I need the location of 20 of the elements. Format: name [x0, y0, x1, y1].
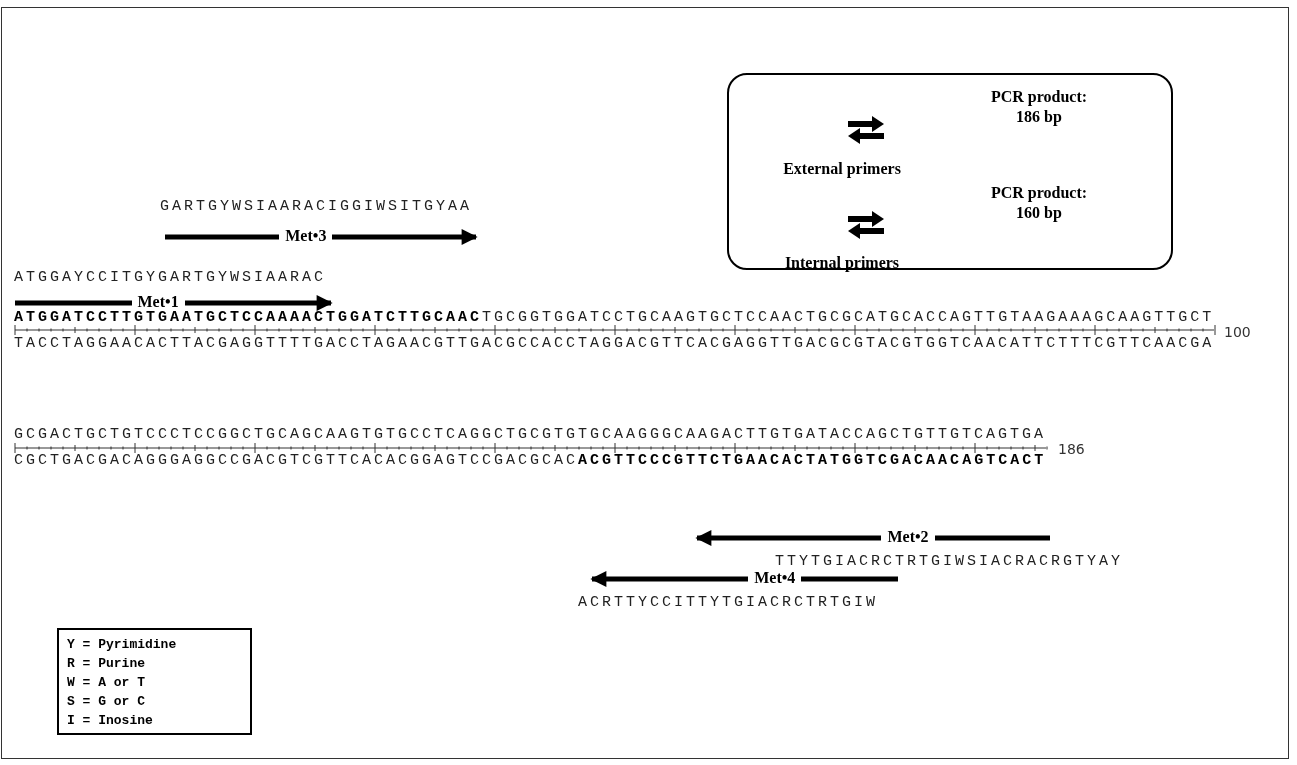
primer-caption: External primers [782, 159, 902, 179]
info-panel [727, 73, 1173, 270]
primer-sequence: ACRTTYCCITTYTGIACRCTRTGIW [578, 594, 879, 612]
key-entry: Y = Pyrimidine [67, 636, 177, 654]
dna-sequence: ATGGATCCTTGTGAATGCTCCAAAACTGGATCTTGCAACTGCGGTGGATCCTGCAAGTGCTCCAACTGCGCATGCACCAGTTGTAAGAAAGCAAGTTGCT [14, 309, 1215, 327]
dna-sequence: TACCTAGGAACACTTACGAGGTTTTGACCTAGAACGTTGACGCCACCTAGGACGTTCACGAGGTTGACGCGTACGTGGTCAACATTCTTTCGTTCAACGA [14, 335, 1215, 353]
key-box [57, 628, 252, 735]
key-entry: I = Inosine [67, 712, 153, 730]
base-count: 100 [1224, 324, 1251, 340]
key-entry: R = Purine [67, 655, 145, 673]
primer-sequence: ATGGAYCCITGYGARTGYWSIAARAC [14, 269, 327, 287]
dna-sequence: GCGACTGCTGTCCCTCCGGCTGCAGCAAGTGTGCCTCAGGCTGCGTGTGCAAGGGCAAGACTTGTGATACCAGCTGTTGTCAGTGA [14, 426, 1047, 444]
primer-sequence: GARTGYWSIAARACIGGIWSITGYAA [160, 198, 473, 216]
product-size: PCR product: 186 bp [989, 87, 1089, 127]
product-size: PCR product: 160 bp [989, 183, 1089, 223]
base-count: 186 [1058, 441, 1085, 457]
key-entry: S = G or C [67, 693, 145, 711]
key-entry: W = A or T [67, 674, 145, 692]
primer-sequence: TTYTGIACRCTRTGIWSIACRACRGTYAY [775, 553, 1124, 571]
primer-caption: Internal primers [783, 253, 901, 273]
